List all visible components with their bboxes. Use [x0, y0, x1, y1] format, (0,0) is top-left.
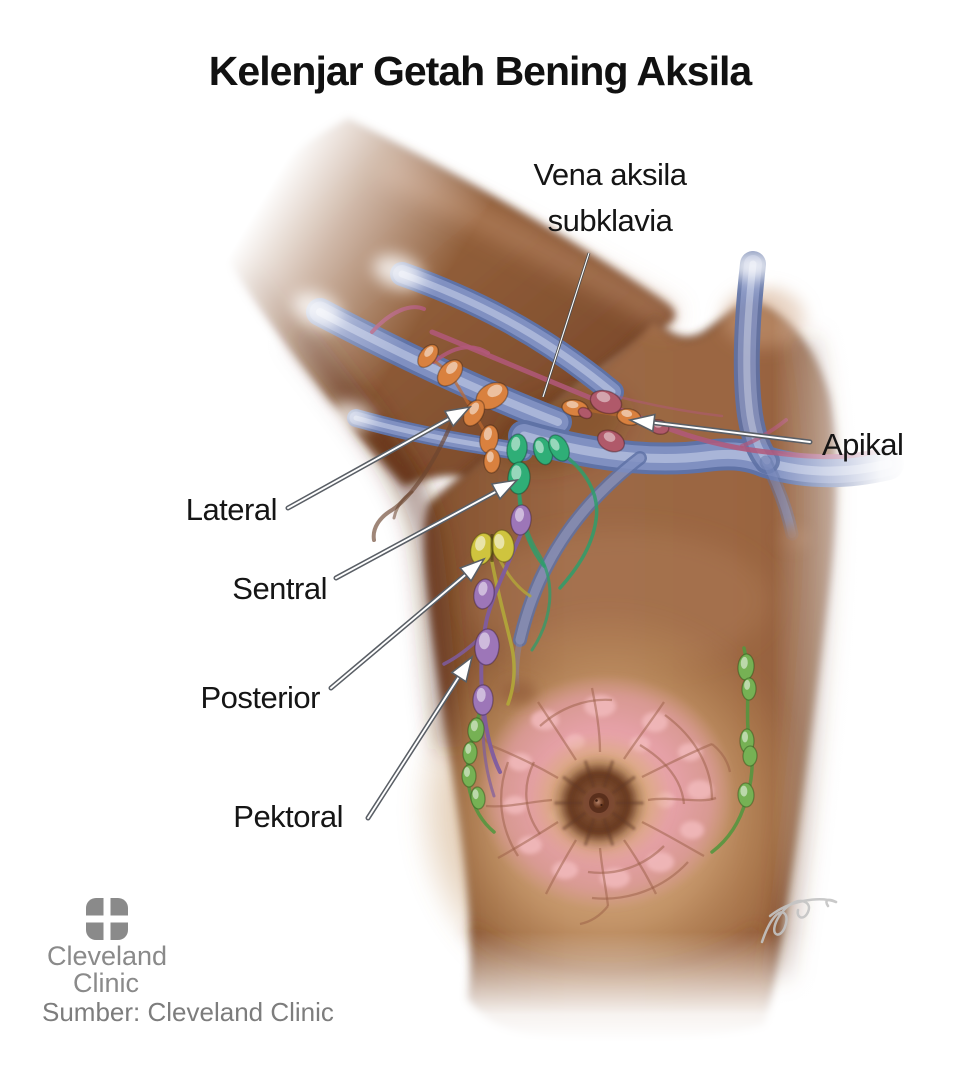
arrow-sentral: [333, 478, 520, 581]
lymph-node: [473, 578, 495, 610]
label-lateral: Lateral: [185, 492, 278, 527]
lymph-node: [462, 741, 478, 765]
areola: [554, 759, 644, 847]
lymph-node: [472, 684, 494, 716]
label-sentral: Sentral: [232, 571, 327, 606]
arrow-lateral: [285, 405, 473, 511]
lymph-node-group-pektoral: [472, 504, 532, 716]
green-vessels: [558, 450, 599, 590]
label-posterior: Posterior: [200, 680, 320, 715]
cleveland-clinic-logo-text-line2: Clinic: [72, 968, 139, 998]
lymph-node: [589, 389, 623, 415]
lymph-node: [461, 764, 477, 788]
source-attribution: Sumber: Cleveland Clinic: [42, 997, 334, 1027]
lymph-node: [507, 461, 531, 495]
brown-vessel: [371, 420, 454, 542]
soft-fades: [140, 60, 960, 1072]
lymph-node: [510, 504, 532, 536]
lymph-node: [547, 434, 571, 462]
cleveland-clinic-logo-text-line1: Cleveland: [47, 941, 168, 971]
artist-signature: [760, 898, 838, 944]
arrow-pektoral: [365, 654, 474, 821]
label-vena-line2: subklavia: [547, 203, 673, 238]
page-title: Kelenjar Getah Bening Aksila: [208, 48, 752, 94]
label-vena-line1: Vena aksila: [533, 157, 687, 192]
leader-vena-aksila: [541, 252, 591, 398]
lymph-node-group-sentral: [506, 433, 571, 495]
nipple: [584, 788, 614, 818]
label-pektoral: Pektoral: [233, 799, 343, 834]
lymph-node-group-apikal: [577, 389, 670, 453]
lymph-node-group-breast-left: [461, 717, 486, 810]
lymph-node: [470, 786, 486, 810]
label-apikal: Apikal: [822, 427, 904, 462]
lymph-node: [467, 717, 485, 743]
arrow-apikal: [627, 413, 813, 445]
lymph-node-group-posterior: [469, 529, 515, 566]
lymph-node: [577, 406, 593, 420]
lymph-node: [479, 424, 499, 454]
label-vena-aksila-subklavia: Vena aksila subklavia: [455, 152, 765, 244]
lymph-node: [475, 381, 509, 411]
cleveland-clinic-logo-icon: [82, 894, 132, 944]
lymph-node: [483, 448, 501, 474]
lymph-node: [491, 529, 515, 563]
lymph-node: [596, 429, 626, 453]
arrow-posterior: [328, 557, 486, 691]
lymph-node: [474, 628, 500, 666]
